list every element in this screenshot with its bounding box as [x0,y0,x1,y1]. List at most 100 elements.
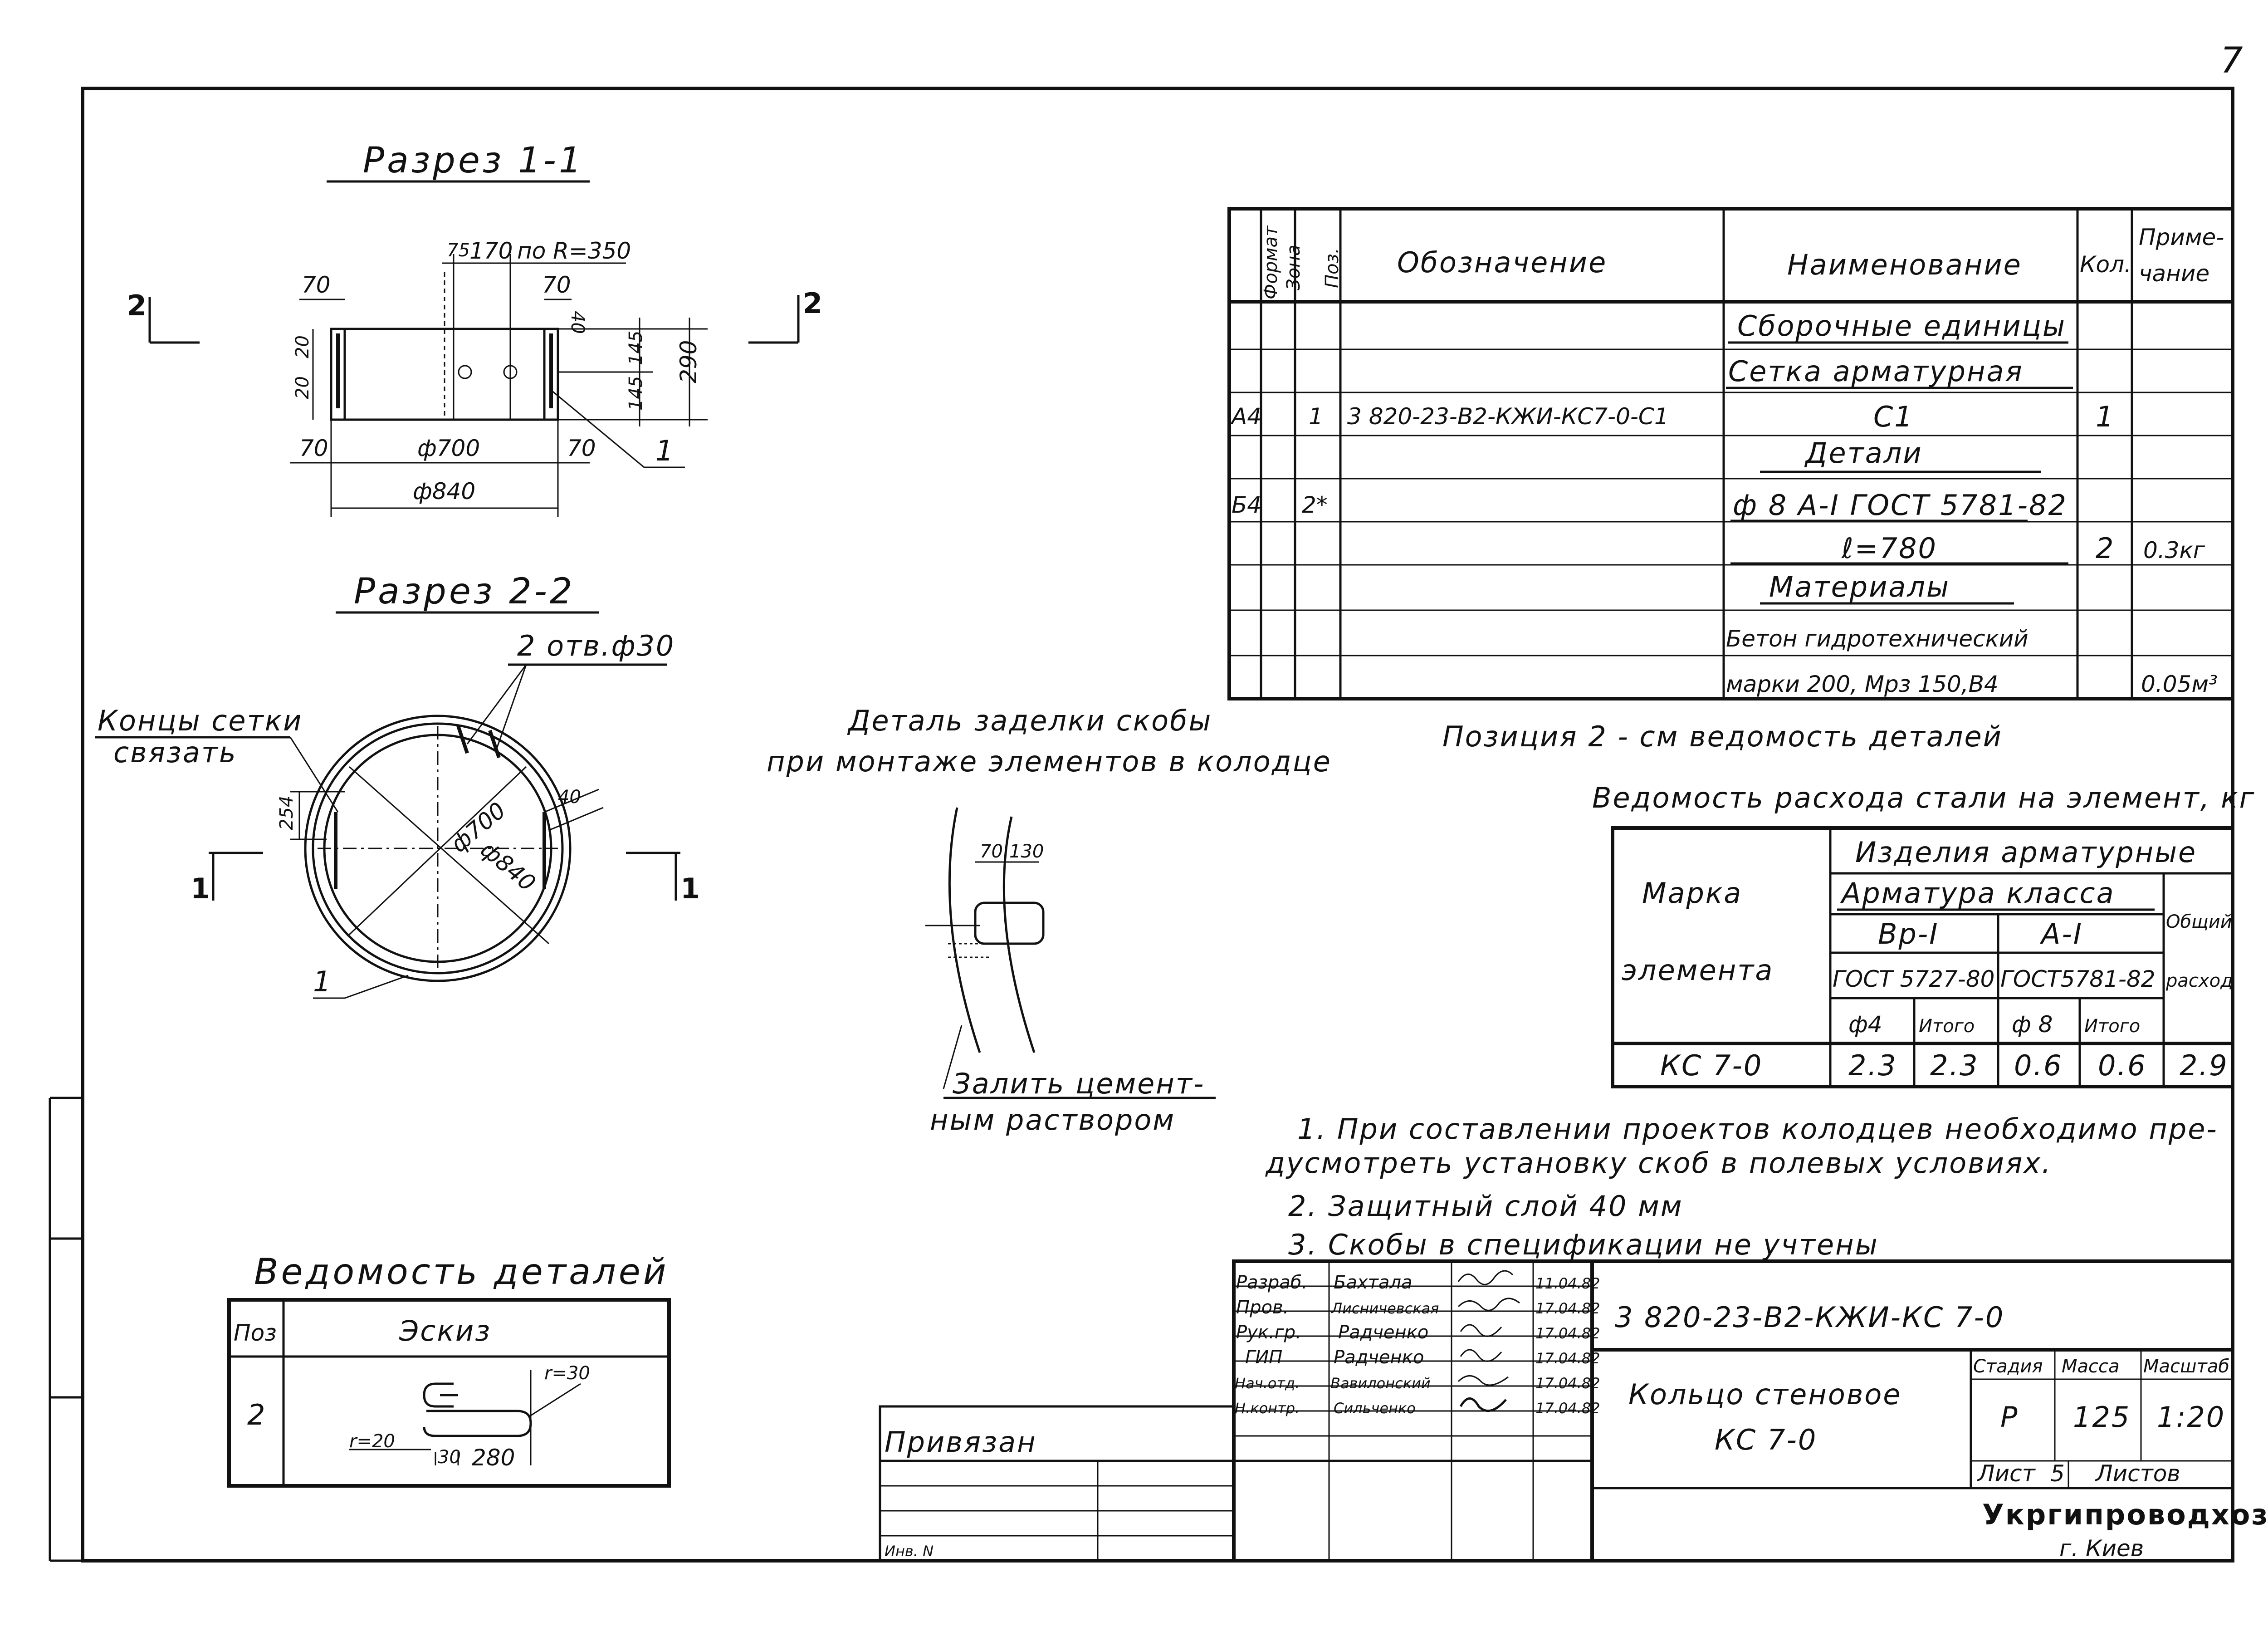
spec-r8-name: марки 200, Мрз 150,В4 [1726,671,1999,697]
signer-6-name: Сильченко [1334,1400,1416,1417]
spec-h-note-2: чание [2139,260,2209,287]
steel-h-bp: Вр-I [1878,917,1939,950]
dim-40: 40 [567,311,588,334]
dim-170: 170 [469,238,513,264]
doc-code: 3 820-23-В2-КЖИ-КС 7-0 [1615,1301,2004,1334]
signer-4-name: Радченко [1334,1347,1424,1368]
spec-r0-name: Сборочные единицы [1737,309,2066,343]
signer-3-name: Радченко [1338,1322,1428,1343]
privyazan-label: Привязан [885,1425,1037,1459]
signer-4-date: 17.04.82 [1535,1350,1600,1367]
mass-value: 125 [2073,1401,2131,1434]
position-note: Позиция 2 - см ведомость деталей [1442,720,2003,753]
bracket-detail: Деталь заделки скобы при монтаже элемент… [767,704,1332,1136]
spec-h-format: Формат [1261,225,1281,299]
section-mark-2-left: 2 [127,289,148,322]
spec-r6-name: Материалы [1769,570,1950,603]
steel-h-itogo1: Итого [1919,1016,1975,1037]
section-2-2-title: Разрез 2-2 [354,571,575,612]
signer-4-role: ГИП [1245,1347,1282,1368]
details-dim-r30: r=30 [544,1363,590,1384]
sheets-label: Листов [2095,1460,2180,1487]
signer-5-role: Нач.отд. [1235,1375,1300,1392]
item-name-1: Кольцо стеновое [1628,1378,1901,1411]
dim-70-br: 70 [567,435,596,461]
holes-label: 2 отв.ф30 [517,629,675,662]
spec-r1-name: Сетка арматурная [1728,355,2024,388]
dim-r350: по R=350 [517,238,631,264]
steel-h-items: Изделия арматурные [1855,836,2197,869]
signer-3-date: 17.04.82 [1535,1325,1600,1342]
spec-h-pos: Поз. [1322,248,1343,288]
steel-h-class: Арматура класса [1840,877,2115,910]
steel-row-itogo1: 2.3 [1930,1049,1979,1082]
title-block: Привязан Инв. N Разраб. Бахтала 11.04.82… [879,1259,2268,1563]
spec-r8-note: 0.05м³ [2141,671,2218,697]
steel-h-total-2: расход [2165,970,2233,991]
spec-r2-designation: 3 820-23-В2-КЖИ-КС7-0-С1 [1347,403,1669,430]
h-mass: Масса [2062,1356,2120,1377]
spec-r5-note: 0.3кг [2143,537,2205,563]
detail-title-2: при монтаже элементов в колодце [767,745,1332,778]
org-city: г. Киев [2059,1535,2144,1562]
spec-r2-format: А4 [1230,403,1261,430]
steel-row-mark: КС 7-0 [1660,1049,1763,1082]
details-dim-30: 30 [438,1447,461,1468]
h-stage: Стадия [1973,1356,2043,1377]
dim-20-top: 20 [292,335,313,358]
dim-20-bot: 20 [292,376,313,399]
steel-consumption-table: Ведомость расхода стали на элемент, кг М… [1592,781,2254,1088]
dim-130-detail: 130 [1009,841,1044,862]
steel-h-phi4: ф4 [1848,1011,1882,1038]
signer-6-date: 17.04.82 [1535,1400,1600,1417]
details-dim-280: 280 [472,1445,515,1471]
steel-h-gost2: ГОСТ5781-82 [2000,966,2156,992]
signer-1-role: Разраб. [1236,1272,1307,1293]
dim-290: 290 [675,340,702,383]
scale-value: 1:20 [2157,1401,2225,1434]
signer-3-role: Рук.гр. [1236,1322,1301,1343]
item-name-2: КС 7-0 [1715,1423,1817,1456]
signer-2-name: Лисничевская [1331,1300,1439,1317]
steel-row-phi4: 2.3 [1848,1049,1897,1082]
detail-title-1: Деталь заделки скобы [847,704,1212,737]
sheet-label: Лист [1977,1460,2036,1487]
spec-r4-format: Б4 [1232,492,1261,518]
details-h-pos: Поз [234,1320,277,1346]
note-3: 3. Скобы в спецификации не учтены [1288,1228,1879,1261]
section-1-1-title: Разрез 1-1 [363,140,584,181]
signer-2-date: 17.04.82 [1535,1300,1600,1317]
position-1-a: 1 [655,434,675,467]
h-scale: Масштаб [2143,1356,2229,1377]
steel-row-itogo2: 0.6 [2098,1049,2147,1082]
dim-145-bot: 145 [626,376,646,411]
signer-6-role: Н.контр. [1235,1400,1300,1417]
steel-h-gost1: ГОСТ 5727-80 [1833,966,1994,992]
steel-h-mark-2: элемента [1622,954,1774,987]
dim-70-detail: 70 [980,841,1003,862]
spec-r2-name: С1 [1873,400,1914,433]
dim-70-bl: 70 [299,435,328,461]
specification-table: Формат Зона Поз. Обозначение Наименовани… [1227,207,2234,700]
spec-r2-pos: 1 [1309,403,1323,430]
position-1-b: 1 [313,965,332,998]
steel-h-ai: А-I [2039,917,2083,950]
org-name: Укргипроводхоз [1982,1498,2268,1531]
page-number: 7 [2220,40,2246,81]
spec-r3-name: Детали [1804,436,1923,470]
details-row-pos: 2 [247,1398,266,1431]
dim-40-b: 40 [558,787,581,808]
spec-r5-qty: 2 [2096,532,2115,565]
signer-1-date: 11.04.82 [1535,1275,1600,1292]
dim-75: 75 [447,240,470,261]
details-title: Ведомость деталей [254,1252,669,1293]
section-mark-1-left: 1 [191,872,211,905]
signer-5-date: 17.04.82 [1535,1375,1600,1392]
spec-r2-qty: 1 [2096,400,2115,433]
section-mark-2-right: 2 [803,287,824,320]
steel-row-total: 2.9 [2180,1049,2229,1082]
details-dim-r20: r=20 [349,1431,395,1452]
note-1b: дусмотреть установку скоб в полевых усло… [1265,1146,2052,1180]
bracket-sketch [423,1370,581,1465]
stage-value: Р [2000,1401,2019,1434]
